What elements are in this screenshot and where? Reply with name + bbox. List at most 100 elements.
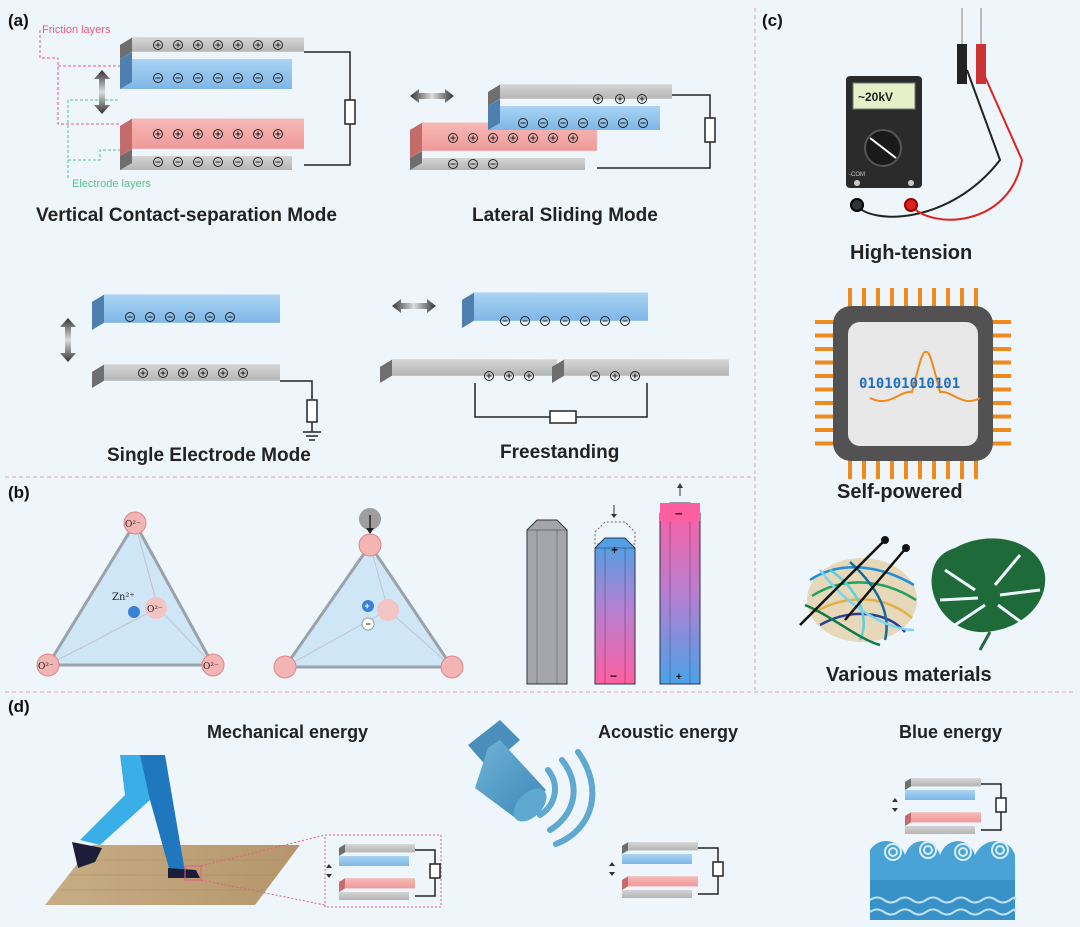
chip-pin — [991, 401, 1011, 405]
top-charge-minus-circle — [173, 73, 183, 83]
rod-compress-arrowhead — [611, 514, 617, 518]
lateral-top-friction-side — [488, 99, 500, 130]
teng-bottom-electrode-front — [905, 826, 975, 834]
chip-pin — [862, 288, 866, 308]
meter-com: -COM — [849, 172, 865, 178]
panel-a: Friction layers Electrode layers Vertica… — [36, 24, 729, 466]
free-charge-minus-circle — [560, 316, 570, 326]
lateral-top-friction-front — [488, 106, 660, 130]
rod-compressed-plus: + — [611, 543, 618, 557]
ion-label-o-right: O²⁻ — [203, 662, 219, 672]
lateral-top-charge-minus-circle — [558, 118, 568, 128]
bottom-charge-minus-circle — [153, 157, 163, 167]
probe-leads-icon — [850, 8, 1024, 221]
caption-high-tension: High-tension — [850, 242, 972, 264]
panel-b: O²⁻ O²⁻ O²⁻ O²⁻ Zn²⁺ + − +−−+ — [36, 483, 701, 685]
ion-label-zn: Zn²⁺ — [112, 592, 135, 603]
chip-pin — [815, 374, 835, 378]
lateral-top-charge-minus-circle — [538, 118, 548, 128]
free-charge-minus-circle — [590, 371, 600, 381]
panel-c: ~20kV -COM High-tension 010101010101 Sel… — [799, 8, 1046, 686]
wire — [304, 124, 351, 166]
teng-top-friction-front — [905, 790, 975, 800]
caption-blue: Blue energy — [899, 722, 1002, 742]
speaker-icon — [468, 720, 596, 847]
bottom-electrode-front — [120, 156, 292, 170]
caption-self-powered: Self-powered — [837, 481, 963, 503]
single-charge-plus-circle — [158, 368, 168, 378]
chip-pin — [815, 320, 835, 324]
top-charge-plus-circle — [233, 40, 243, 50]
teng-inset-blue — [892, 778, 1007, 834]
teng-bottom-friction-front — [911, 812, 981, 823]
single-electrode-diagram — [60, 294, 321, 441]
chip-pin — [932, 288, 936, 308]
double-arrow-icon — [94, 70, 110, 114]
single-charge-minus-circle — [225, 312, 235, 322]
chip-pin — [890, 288, 894, 308]
electrode-layers-label: Electrode layers — [72, 178, 151, 190]
rod-compressed — [594, 537, 636, 685]
wire — [981, 812, 1002, 831]
top-charge-minus-circle — [193, 73, 203, 83]
chip-pin — [815, 347, 835, 351]
lateral-top-charge-plus-circle — [615, 94, 625, 104]
rod-stretched-plus: + — [676, 672, 682, 683]
teng-bottom-electrode-front — [339, 892, 409, 900]
chip-pin — [960, 459, 964, 479]
chip-pin — [991, 387, 1011, 392]
resistor-icon — [306, 399, 318, 423]
wire — [304, 51, 351, 100]
multimeter-icon: ~20kV -COM — [846, 76, 922, 188]
single-charge-minus-circle — [165, 312, 175, 322]
free-electrode-left-side — [380, 359, 392, 383]
lateral-bottom-friction-side — [410, 122, 422, 158]
teng-top-friction-front — [339, 856, 409, 866]
chip-pin — [991, 441, 1011, 446]
chip-pin — [848, 459, 852, 479]
top-electrode-side — [120, 37, 132, 59]
single-charge-minus-circle — [125, 312, 135, 322]
lateral-bottom-charge-plus-circle — [488, 133, 498, 143]
lateral-bottom-charge-plus-circle — [548, 133, 558, 143]
chip-pin — [815, 360, 835, 365]
top-charge-plus-circle — [253, 40, 263, 50]
free-electrode-right-side — [552, 359, 564, 383]
free-charge-plus-circle — [524, 371, 534, 381]
teng-top-electrode-front — [911, 778, 981, 787]
top-charge-plus-circle — [213, 40, 223, 50]
bottom-charge-plus-circle — [233, 129, 243, 139]
chip-pin — [932, 459, 936, 479]
rod-stretched — [659, 502, 701, 685]
chip-pin — [862, 459, 866, 479]
yarn-icon — [799, 536, 917, 647]
top-friction-side — [120, 52, 132, 89]
lateral-top-charge-minus-circle — [638, 118, 648, 128]
lateral-bottom-electrode-side — [410, 151, 422, 170]
chip-pin — [991, 414, 1011, 419]
lateral-sliding-diagram — [410, 84, 716, 170]
wire — [280, 380, 313, 400]
single-charge-plus-circle — [198, 368, 208, 378]
wire — [474, 383, 550, 418]
tetrahedron-2: + − — [273, 508, 464, 679]
lateral-bottom-charge-plus-circle — [568, 133, 578, 143]
lateral-bottom-charge-plus-circle — [528, 133, 538, 143]
chip-pin — [960, 288, 964, 308]
teng-bottom-friction-side — [905, 812, 911, 826]
lateral-top-charge-minus-circle — [518, 118, 528, 128]
mode-label-single: Single Electrode Mode — [107, 445, 311, 466]
panel-tag-b: (b) — [8, 483, 30, 502]
chip-pin — [946, 459, 950, 479]
wire — [698, 847, 719, 862]
resistor-icon — [995, 797, 1007, 813]
rod-stretched-minus: − — [675, 506, 683, 521]
teng-arrow-down — [609, 872, 615, 876]
chip-pin — [974, 288, 978, 308]
leaf-icon — [931, 538, 1046, 651]
teng-top-electrode-side — [339, 844, 345, 856]
free-charge-plus-circle — [610, 371, 620, 381]
resistor-icon — [429, 863, 441, 879]
